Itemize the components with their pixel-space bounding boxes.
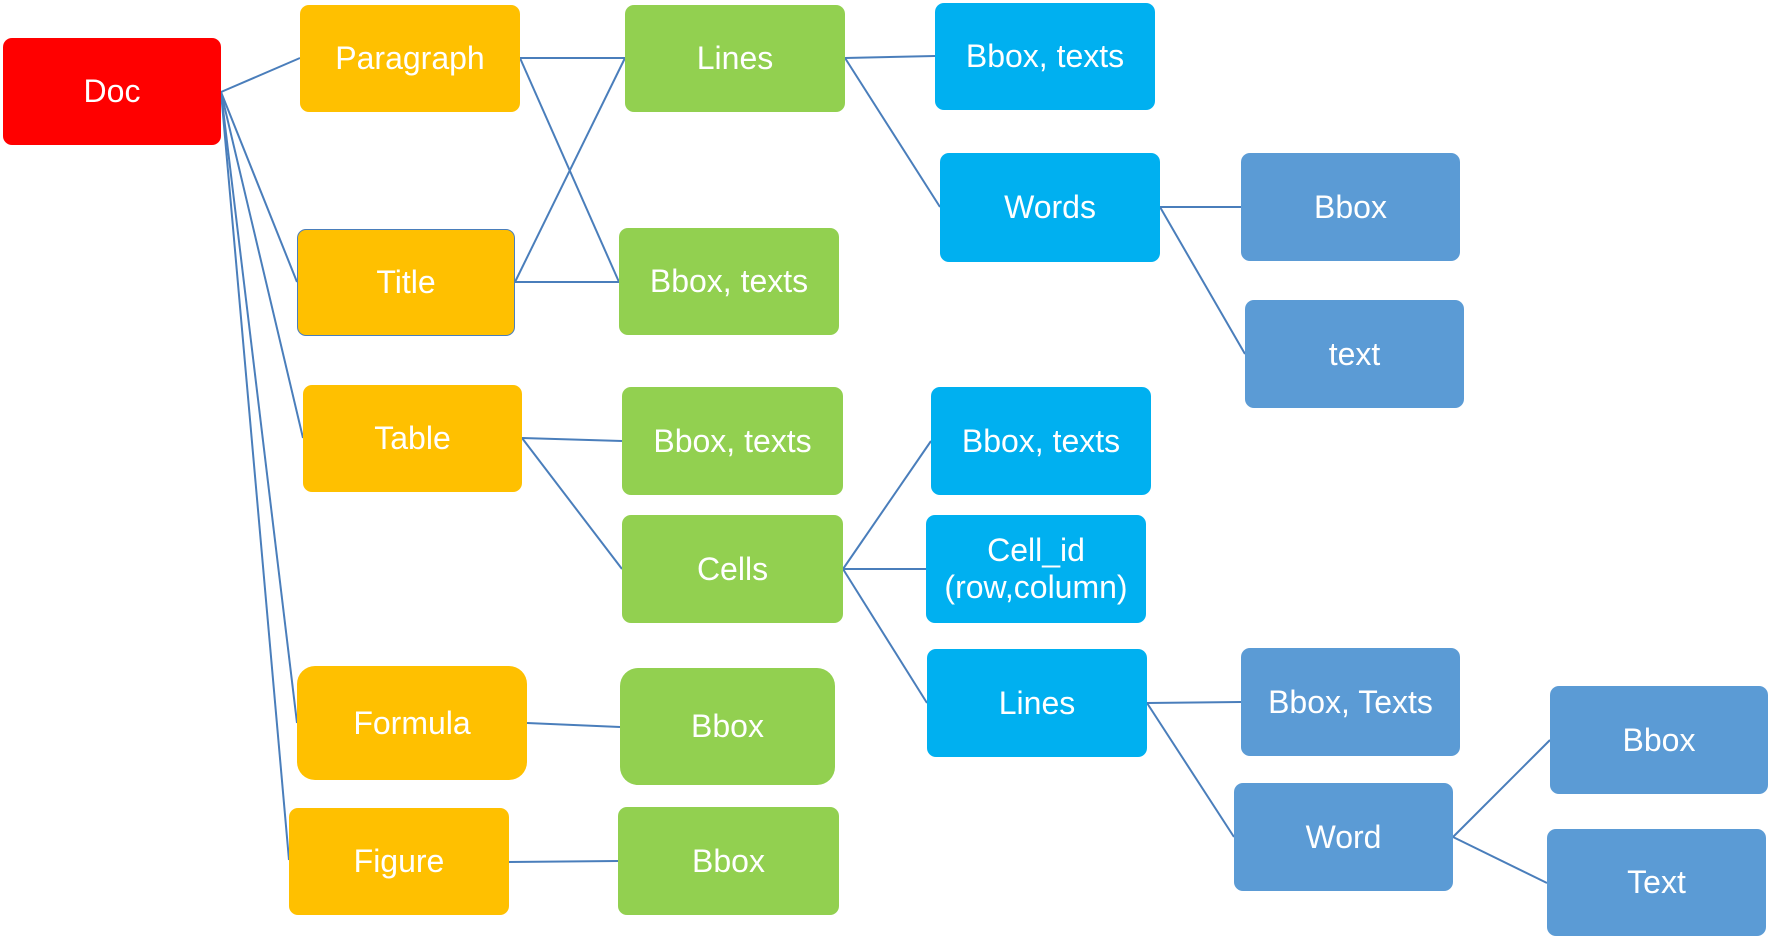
node-word: Word	[1234, 783, 1453, 891]
node-bbox-formula: Bbox	[620, 668, 835, 785]
connector-line	[521, 437, 623, 570]
connector-line	[844, 55, 936, 59]
connector-line	[514, 57, 626, 283]
node-words: Words	[940, 153, 1160, 262]
node-lines: Lines	[625, 5, 845, 112]
node-paragraph: Paragraph	[300, 5, 520, 112]
connector-line	[526, 722, 621, 728]
connector-line	[220, 91, 304, 439]
node-bbox-texts-cells: Bbox, texts	[931, 387, 1151, 495]
connector-line	[842, 440, 932, 570]
node-bbox-texts-capital: Bbox, Texts	[1241, 648, 1460, 756]
connector-line	[1159, 206, 1246, 355]
node-cell-id: Cell_id (row,column)	[926, 515, 1146, 623]
connector-line	[521, 437, 623, 442]
connector-line	[1452, 836, 1548, 884]
connector-line	[1146, 702, 1235, 838]
node-cells: Cells	[622, 515, 843, 623]
node-lines-cells: Lines	[927, 649, 1147, 757]
node-doc: Doc	[3, 38, 221, 145]
node-bbox-texts-table: Bbox, texts	[622, 387, 843, 495]
node-table: Table	[303, 385, 522, 492]
connector-line	[844, 57, 941, 208]
connector-line	[220, 91, 290, 861]
connector-line	[220, 57, 301, 93]
connector-line	[220, 91, 298, 724]
node-text-words: text	[1245, 300, 1464, 408]
connector-line	[220, 91, 298, 283]
connector-line	[842, 568, 928, 704]
node-bbox-figure: Bbox	[618, 807, 839, 915]
node-formula: Formula	[297, 666, 527, 780]
node-bbox-words: Bbox	[1241, 153, 1460, 261]
node-title: Title	[297, 229, 515, 336]
node-bbox-texts-title: Bbox, texts	[619, 228, 839, 335]
node-bbox-word: Bbox	[1550, 686, 1768, 794]
node-text-word: Text	[1547, 829, 1766, 936]
node-bbox-texts-lines: Bbox, texts	[935, 3, 1155, 110]
connector-line	[1146, 701, 1242, 704]
connector-line	[508, 860, 619, 863]
connector-line	[1452, 739, 1551, 838]
node-figure: Figure	[289, 808, 509, 915]
